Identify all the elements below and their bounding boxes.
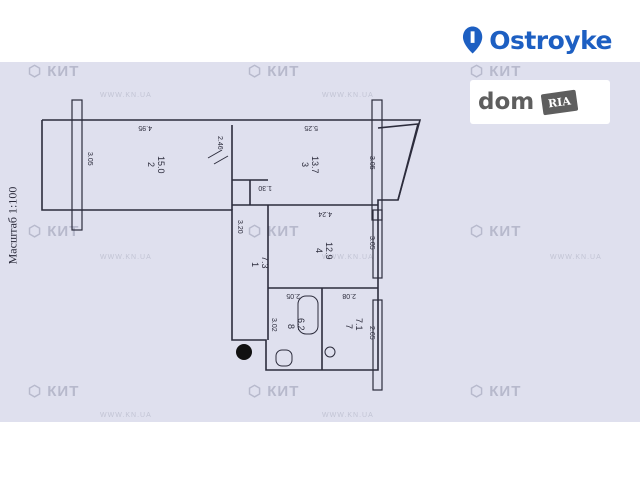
window-mark xyxy=(371,99,383,221)
watermark-text: КИТ xyxy=(47,63,80,80)
room-number: 7 xyxy=(344,324,354,329)
watermark-kit: ⬡ КИТ xyxy=(28,382,79,400)
room-area: 12.9 xyxy=(324,242,334,260)
room-area: 7.1 xyxy=(354,318,364,331)
room-number: 3 xyxy=(300,162,310,167)
watermark-text: КИТ xyxy=(489,223,522,240)
room-number: 2 xyxy=(146,162,156,167)
watermark-kit: ⬡ КИТ xyxy=(248,382,299,400)
kit-logo-icon: ⬡ xyxy=(470,223,490,240)
dimension-label: 3.05 xyxy=(368,156,375,170)
kit-logo-icon: ⬡ xyxy=(470,63,490,80)
dom-wordmark: dom xyxy=(478,89,535,115)
room-number: 4 xyxy=(314,248,324,253)
dimension-label: 3.05 xyxy=(368,236,375,250)
watermark-text: КИТ xyxy=(489,383,522,400)
toilet xyxy=(324,346,336,358)
room-number: 1 xyxy=(250,262,260,267)
domria-logo: dom RIA xyxy=(470,80,610,124)
watermark-url: WWW.KN.UA xyxy=(100,254,152,261)
watermark-url: WWW.KN.UA xyxy=(322,412,374,419)
door-mark xyxy=(207,149,223,159)
watermark-kit: ⬡ КИТ xyxy=(470,222,521,240)
kit-logo-icon: ⬡ xyxy=(28,223,48,240)
outer-wall xyxy=(41,119,422,371)
dimension-label: 3.05 xyxy=(86,152,93,166)
balcony-outline xyxy=(377,123,420,201)
watermark-text: КИТ xyxy=(267,223,300,240)
bathtub xyxy=(297,295,319,335)
watermark-kit: ⬡ КИТ xyxy=(470,382,521,400)
watermark-url: WWW.KN.UA xyxy=(322,92,374,99)
kit-logo-icon: ⬡ xyxy=(28,63,48,80)
watermark-text: КИТ xyxy=(267,383,300,400)
ostroyke-wordmark: Ostroyke xyxy=(489,25,612,55)
sink xyxy=(275,349,293,367)
watermark-text: КИТ xyxy=(489,63,522,80)
watermark-kit: ⬡ КИТ xyxy=(28,62,79,80)
watermark-text: КИТ xyxy=(267,63,300,80)
kit-logo-icon: ⬡ xyxy=(248,383,268,400)
kit-logo-icon: ⬡ xyxy=(470,383,490,400)
window-mark xyxy=(372,209,383,279)
room-area: 6.2 xyxy=(296,318,306,331)
kit-logo-icon: ⬡ xyxy=(248,223,268,240)
watermark-text: КИТ xyxy=(47,383,80,400)
dimension-label: 2.65 xyxy=(368,326,375,340)
room-number: 8 xyxy=(286,324,296,329)
door-mark xyxy=(213,155,229,165)
dimension-label: 4.24 xyxy=(318,210,332,217)
watermark-text: КИТ xyxy=(47,223,80,240)
ria-badge: RIA xyxy=(540,89,579,115)
dimension-label: 3.02 xyxy=(270,318,277,332)
window-mark xyxy=(372,299,383,391)
watermark-url: WWW.KN.UA xyxy=(100,92,152,99)
dimension-label: 2.08 xyxy=(342,292,356,299)
dimension-label: 5.25 xyxy=(304,124,318,131)
watermark-url: WWW.KN.UA xyxy=(322,254,374,261)
dimension-label: 4.95 xyxy=(138,124,152,131)
watermark-kit: ⬡ КИТ xyxy=(248,222,299,240)
watermark-url: WWW.KN.UA xyxy=(100,412,152,419)
dimension-label: 1.30 xyxy=(258,184,272,191)
ostroyke-logo: Ostroyke xyxy=(462,18,612,62)
dimension-label: 3.20 xyxy=(236,220,243,234)
window-mark xyxy=(71,99,83,231)
watermark-kit: ⬡ КИТ xyxy=(248,62,299,80)
watermark-kit: ⬡ КИТ xyxy=(28,222,79,240)
room-area: 7.3 xyxy=(260,256,270,269)
kit-logo-icon: ⬡ xyxy=(248,63,268,80)
room-area: 15.0 xyxy=(156,156,166,174)
dimension-label: 2.46 xyxy=(216,136,223,150)
dimension-label: 2.05 xyxy=(286,292,300,299)
watermark-kit: ⬡ КИТ xyxy=(470,62,521,80)
entrance-marker xyxy=(236,344,252,360)
ostroyke-pin-icon xyxy=(462,26,483,54)
kit-logo-icon: ⬡ xyxy=(28,383,48,400)
room-area: 13.7 xyxy=(310,156,320,174)
watermark-url: WWW.KN.UA xyxy=(550,254,602,261)
